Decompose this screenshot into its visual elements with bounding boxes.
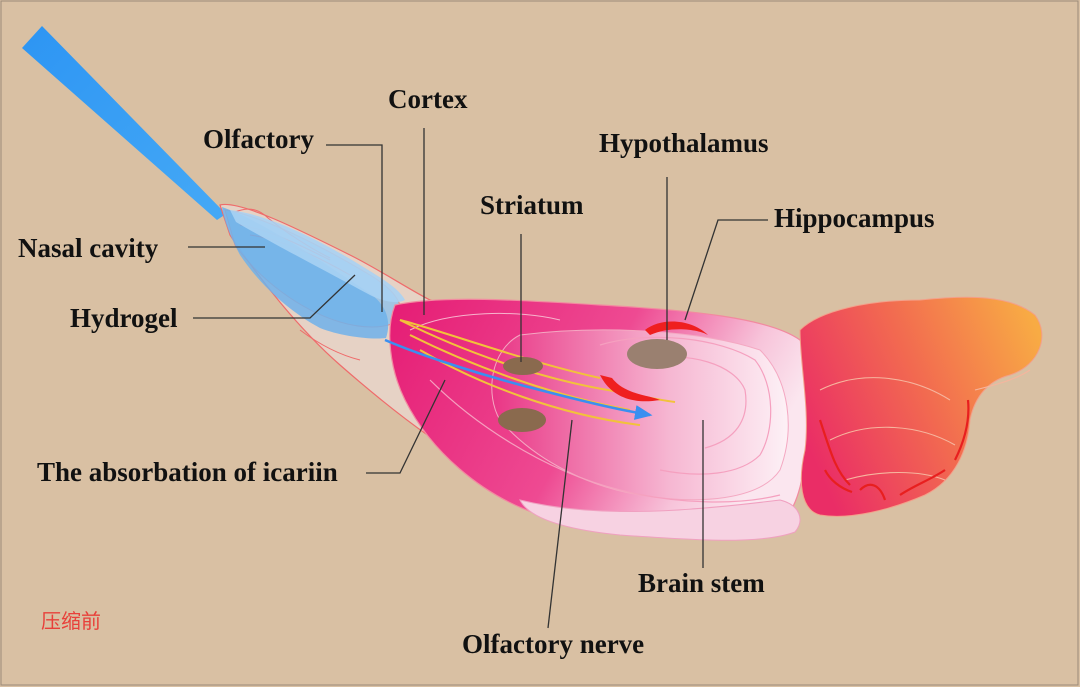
label-absorbation: The absorbation of icariin (37, 457, 338, 487)
label-hypothalamus: Hypothalamus (599, 128, 769, 158)
hippocampus-region (645, 321, 708, 335)
hydrogel-leader (193, 274, 356, 319)
label-olfactory: Olfactory (203, 124, 314, 154)
hydrogel-region (222, 207, 389, 339)
striatum-region (503, 357, 543, 375)
label-striatum: Striatum (480, 190, 584, 220)
cerebellum-vessels (818, 399, 970, 501)
label-cortex: Cortex (388, 84, 468, 114)
label-nasal-cavity: Nasal cavity (18, 233, 159, 263)
label-hydrogel: Hydrogel (70, 303, 178, 333)
striatum-region-lower (498, 408, 546, 432)
pipette-icon (22, 26, 226, 220)
olfactory-nerve-leader (547, 419, 573, 629)
olfactory-leader (326, 144, 383, 312)
label-olfactory-nerve: Olfactory nerve (462, 629, 644, 659)
hippocampus-region-lower (600, 375, 660, 402)
watermark-text: 压缩前 (41, 609, 101, 633)
cerebellum (799, 296, 1043, 517)
hypothalamus-region (627, 339, 687, 369)
brain-stem (519, 499, 801, 541)
nasal-cavity-region (230, 210, 405, 303)
icariin-absorption-arrow (384, 338, 653, 420)
hippocampus-leader (684, 219, 768, 321)
label-hippocampus: Hippocampus (774, 203, 935, 233)
label-brain-stem: Brain stem (638, 568, 765, 598)
absorbation-leader (366, 379, 446, 474)
